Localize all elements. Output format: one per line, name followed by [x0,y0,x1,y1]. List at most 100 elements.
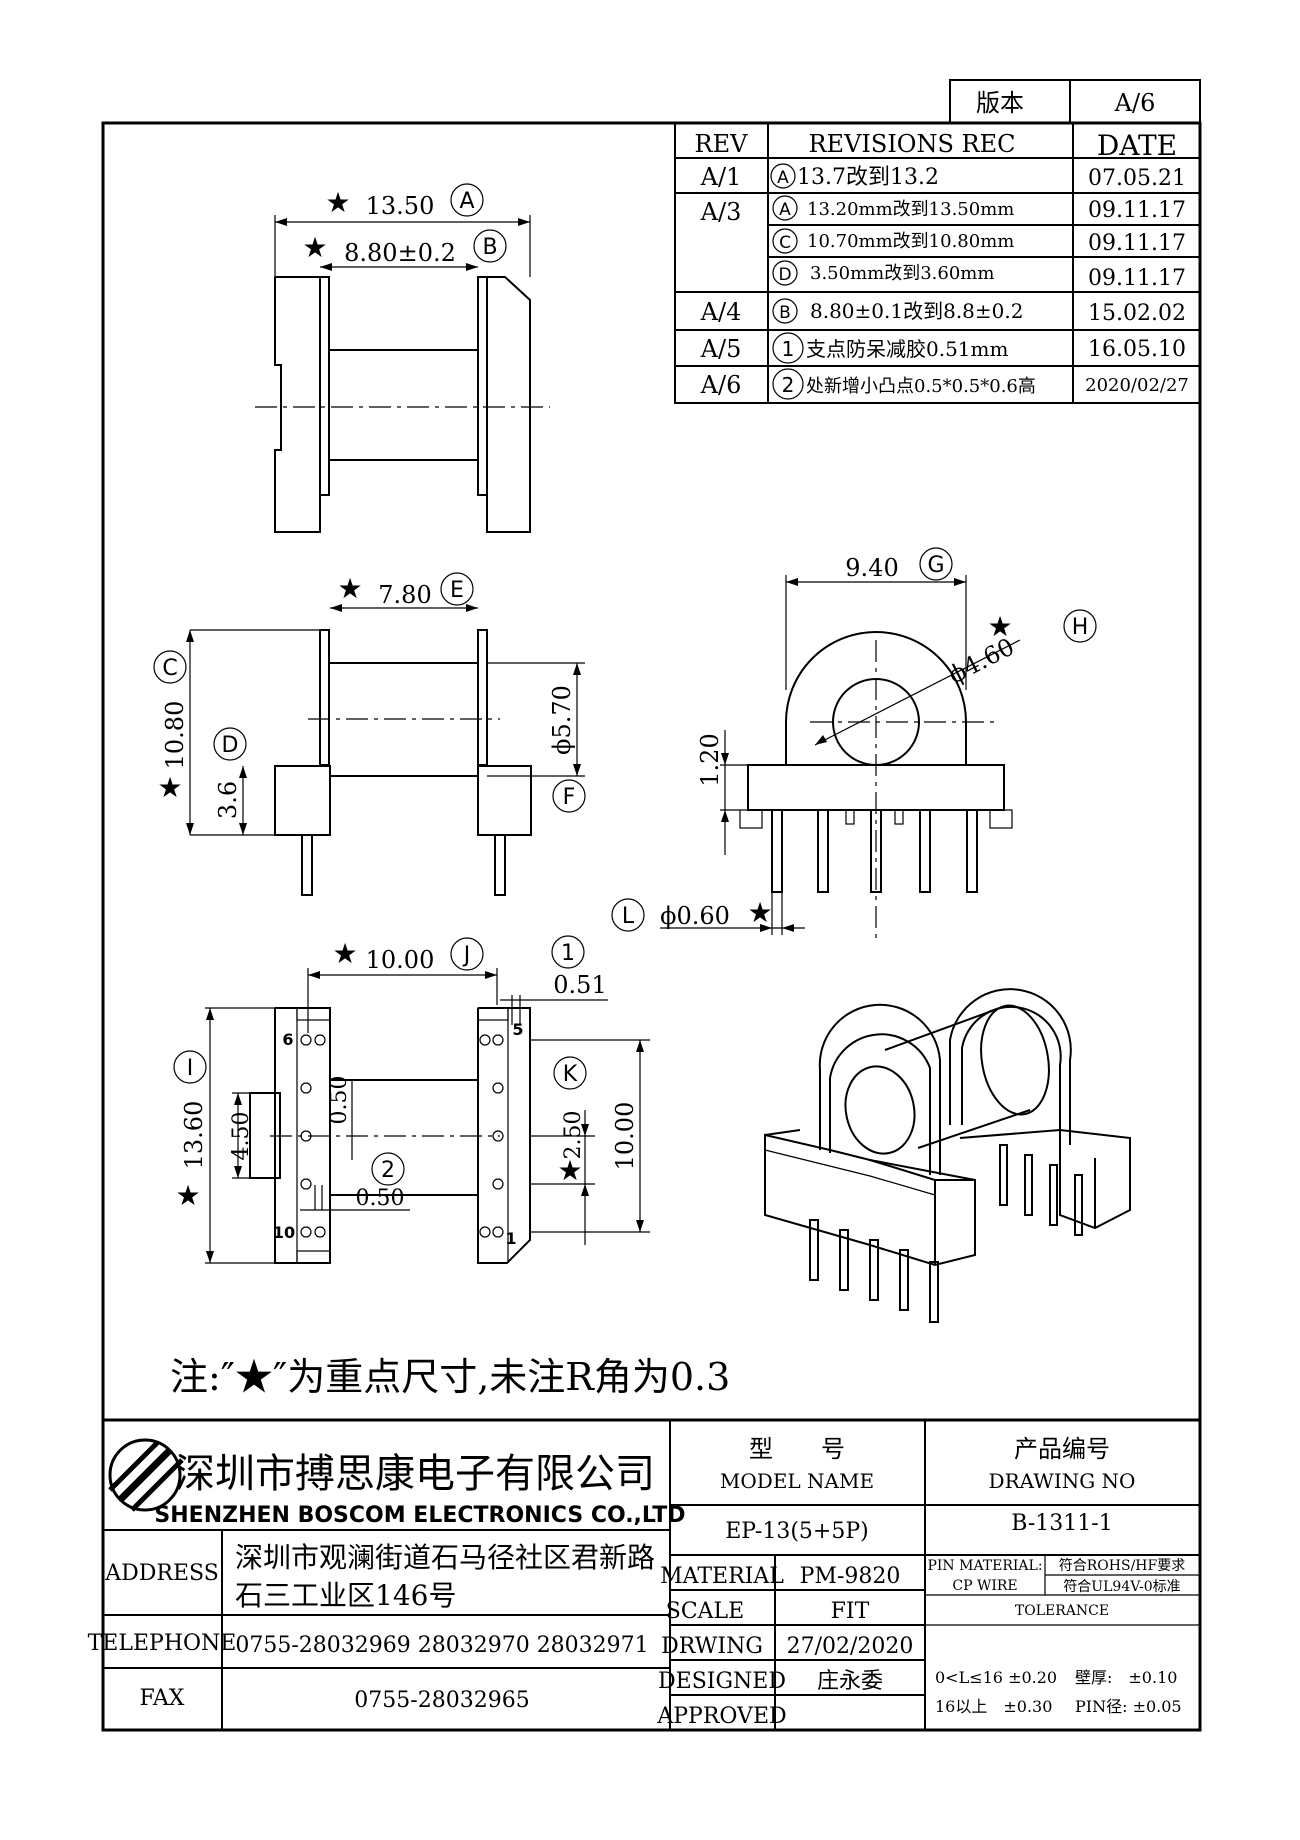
dim-K-value: 2.50 [561,1111,586,1160]
rev-mark: 2 [782,373,795,397]
star-icon: ★ [302,231,327,264]
tolerance-label: TOLERANCE [1015,1603,1109,1619]
dim-A-mark: A [459,189,474,214]
dim-0.50-value: 0.50 [327,1076,352,1125]
fax-value: 0755-28032965 [354,1688,529,1713]
company-logo [108,1438,182,1512]
dim-I-mark: I [187,1056,194,1081]
drwing-value: 27/02/2020 [787,1634,914,1659]
material-value: PM-9820 [800,1564,901,1589]
rev-date: 07.05.21 [1088,166,1186,191]
designed-value: 庄永委 [817,1669,883,1694]
dim-H-mark: H [1072,615,1089,640]
company-name-en: SHENZHEN BOSCOM ELECTRONICS CO.,LTD [154,1503,685,1528]
fax-label: FAX [140,1686,185,1711]
pin-number: 5 [512,1020,523,1039]
star-icon: ★ [987,610,1012,643]
dim-L-mark: L [622,904,635,929]
scale-label: SCALE [666,1599,744,1624]
telephone-value: 0755-28032969 28032970 28032971 [235,1633,648,1658]
rec-header: REVISIONS REC [808,130,1015,158]
dim-4.50-value: 4.50 [229,1112,254,1161]
drwing-label: DRWING [661,1634,763,1659]
version-label: 版本 [976,89,1024,117]
revisions-table: REV REVISIONS REC DATE A/1 A 13.7改到13.2 … [674,122,1201,404]
model-label-cn: 型 号 [749,1435,845,1463]
star-icon: ★ [747,896,772,929]
ul-text: 符合UL94V-0标准 [1063,1579,1180,1595]
rev-text: 处新增小凸点0.5*0.5*0.6高 [806,376,1036,397]
dim-G-value: 9.40 [845,554,898,582]
star-icon: ★ [175,1179,200,1212]
model-value: EP-13(5+5P) [725,1519,868,1544]
pin-number: 10 [273,1223,295,1242]
side-view: ★ 7.80 E C 10.80 ★ D 3.6 ϕ5.70 [153,572,586,896]
rev-date: 09.11.17 [1088,266,1186,291]
rev-text: 10.70mm改到10.80mm [807,231,1014,252]
rev-mark: B [779,303,791,323]
tolerance-1: 0<L≤16 ±0.20 [935,1668,1057,1687]
rev-date: 09.11.17 [1088,231,1186,256]
dim-J-value: 10.00 [366,946,435,974]
model-label-en: MODEL NAME [720,1469,874,1493]
star-icon: ★ [157,771,182,804]
dim-F-value: ϕ5.70 [548,685,576,755]
dim-C-mark: C [162,656,177,681]
version-box: 版本 A/6 [949,79,1201,124]
isometric-view [764,988,1131,1323]
version-value: A/6 [1114,89,1156,117]
star-icon: ★ [337,572,362,605]
bottom-view: ★ 10.00 J 1 0.51 I 13.60 ★ 4.50 [173,935,650,1264]
star-icon: ★ [332,937,357,970]
dim-H-value: ϕ4.60 [944,633,1019,690]
star-icon: ★ [557,1154,582,1187]
dim-0.51-value: 0.51 [553,971,606,999]
pin-number: 6 [282,1030,293,1049]
rev-cell: A/3 [700,198,742,226]
dim-10.00-value: 10.00 [611,1102,639,1171]
tolerance-2: 16以上 ±0.30 [935,1697,1052,1716]
rev-mark: C [779,233,791,253]
rev-date: 15.02.02 [1088,301,1186,326]
pin-material-label: PIN MATERIAL: [927,1558,1042,1574]
company-name-cn: 深圳市搏思康电子有限公司 [175,1451,655,1497]
rev-mark: 1 [782,337,795,361]
dim-1-mark: 1 [561,941,575,966]
dim-E-value: 7.80 [378,581,431,609]
drawing-no-value: B-1311-1 [1011,1511,1112,1536]
dim-0.50b-value: 0.50 [356,1186,405,1211]
dim-F-mark: F [563,785,576,810]
dim-B-mark: B [482,235,497,260]
sheet-border [101,121,1202,1732]
dim-L-value: ϕ0.60 [660,902,730,930]
dim-C-value: 10.80 [161,701,189,770]
rev-text: 8.80±0.1改到8.8±0.2 [810,299,1023,323]
top-view: ★ 13.50 A ★ 8.80±0.2 B [255,183,550,533]
dim-I-value: 13.60 [180,1101,208,1170]
rev-date: 2020/02/27 [1085,375,1189,396]
approved-label: APPROVED [656,1704,786,1729]
dim-E-mark: E [450,578,464,603]
rev-cell: A/4 [700,298,742,326]
tolerance-4: PIN径: ±0.05 [1075,1697,1182,1716]
drawing-note: 注:″★″为重点尺寸,未注R角为0.3 [170,1355,730,1399]
address-line2: 石三工业区146号 [235,1579,456,1612]
dim-D-mark: D [222,733,239,758]
title-block: 深圳市搏思康电子有限公司 SHENZHEN BOSCOM ELECTRONICS… [88,1418,1200,1730]
dim-2-mark: 2 [381,1158,395,1183]
dim-B-value: 8.80±0.2 [344,239,456,267]
rohs-text: 符合ROHS/HF要求 [1059,1558,1185,1574]
scale-value: FIT [831,1599,870,1624]
tolerance-3: 壁厚: ±0.10 [1075,1668,1177,1687]
rev-date: 16.05.10 [1088,337,1186,362]
rev-cell: A/6 [700,371,742,399]
drawing-no-label-en: DRAWING NO [989,1469,1136,1493]
front-view: 9.40 G ★ ϕ4.60 H 1.20 L ϕ0.60 [611,547,1097,940]
rev-date: 09.11.17 [1088,198,1186,223]
rev-text: 13.7改到13.2 [797,165,939,190]
rev-text: 支点防呆减胶0.51mm [806,337,1008,361]
rev-cell: A/5 [700,335,742,363]
rev-text: 13.20mm改到13.50mm [807,199,1014,220]
telephone-label: TELEPHONE [88,1631,237,1656]
